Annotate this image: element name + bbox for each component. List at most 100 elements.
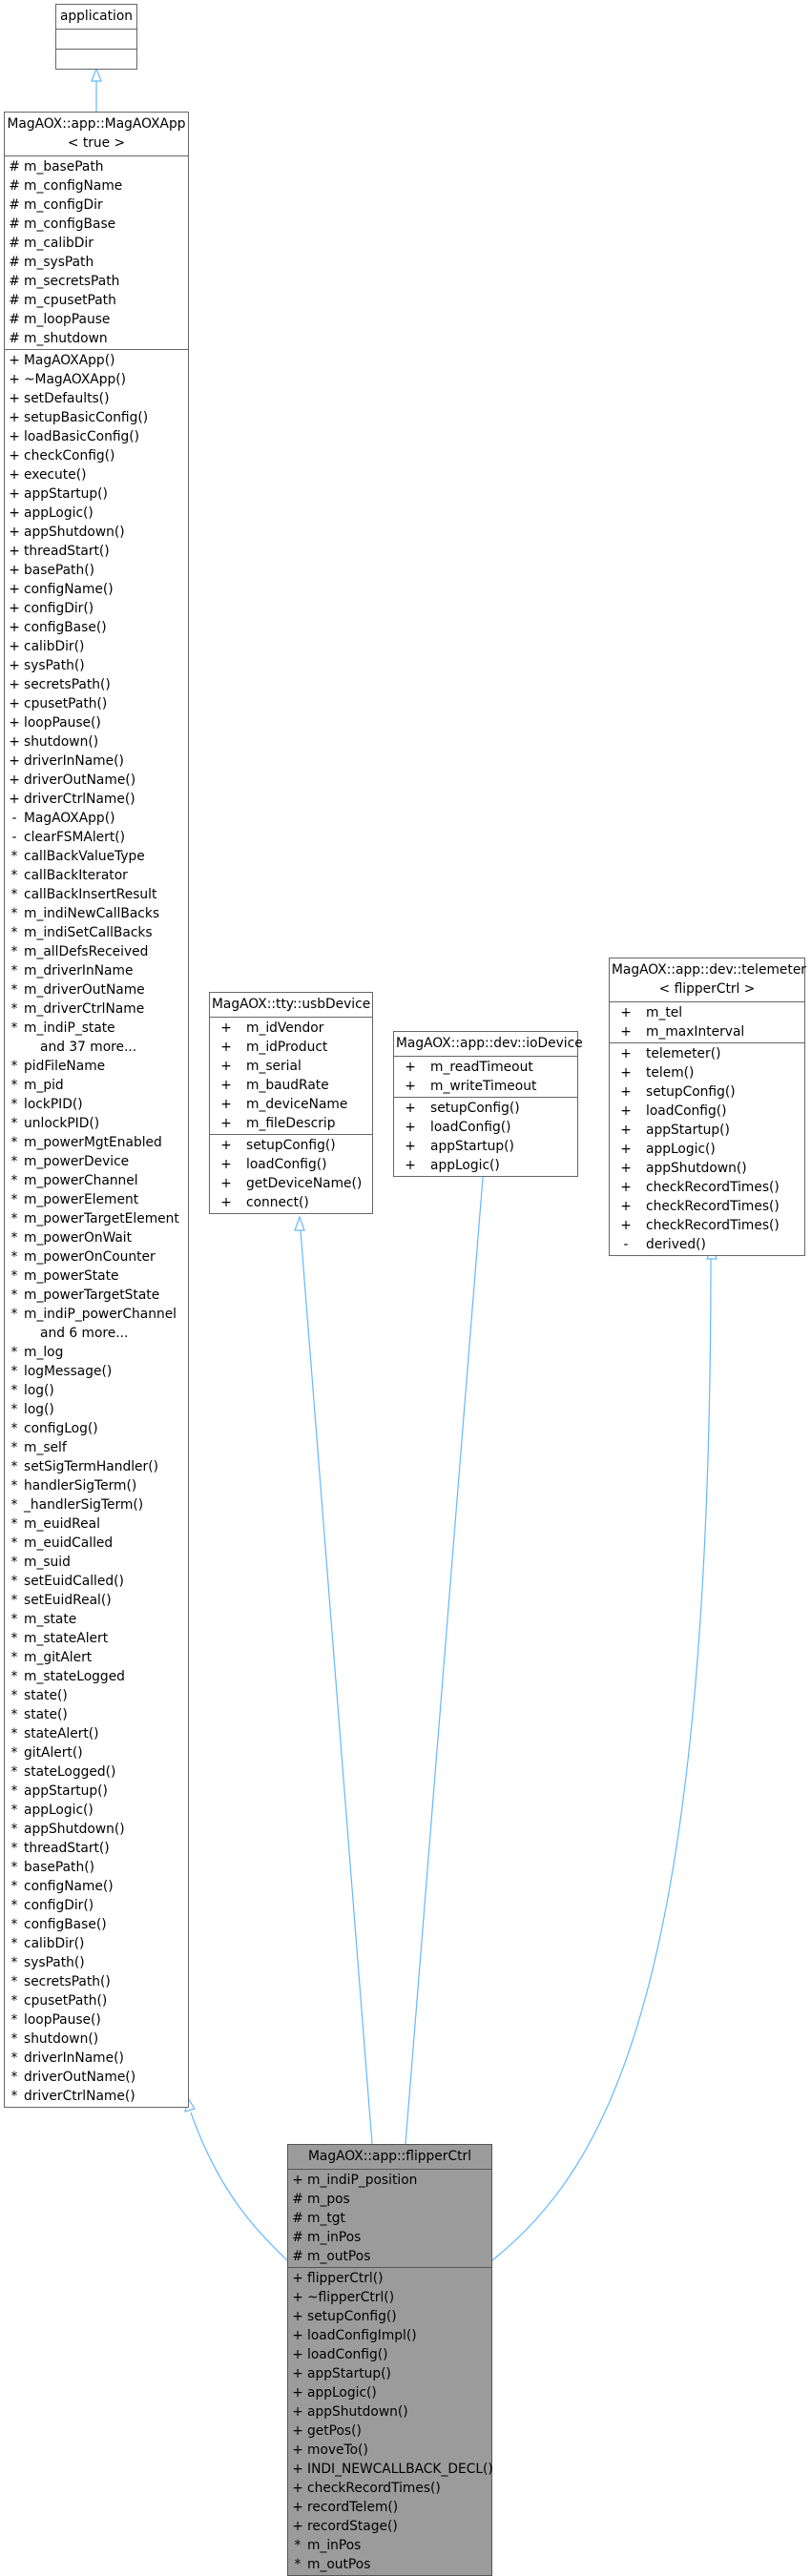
attribute-row[interactable]: #m_inPos: [288, 2228, 491, 2247]
method-row[interactable]: *cpusetPath(): [5, 1991, 188, 2010]
method-row[interactable]: +loadConfigImpl(): [288, 2326, 491, 2345]
method-row[interactable]: *log(): [5, 1381, 188, 1400]
method-row[interactable]: +~flipperCtrl(): [288, 2288, 491, 2307]
method-row[interactable]: +checkRecordTimes(): [610, 1178, 804, 1197]
method-row[interactable]: -derived(): [610, 1235, 804, 1254]
attribute-row[interactable]: #m_calibDir: [5, 234, 188, 253]
attribute-row[interactable]: +m_writeTimeout: [394, 1077, 577, 1096]
method-row[interactable]: *configName(): [5, 1877, 188, 1896]
method-row[interactable]: +configBase(): [5, 618, 188, 637]
method-row[interactable]: +appShutdown(): [610, 1159, 804, 1178]
method-row[interactable]: *m_driverInName: [5, 961, 188, 980]
method-row[interactable]: *stateAlert(): [5, 1724, 188, 1743]
method-row[interactable]: +appLogic(): [610, 1140, 804, 1159]
method-row[interactable]: *shutdown(): [5, 2030, 188, 2049]
method-row[interactable]: +appLogic(): [394, 1156, 577, 1175]
attribute-row[interactable]: #m_cpusetPath: [5, 291, 188, 310]
method-row[interactable]: +appLogic(): [5, 504, 188, 523]
method-row[interactable]: *driverOutName(): [5, 2068, 188, 2087]
method-row[interactable]: *configDir(): [5, 1896, 188, 1915]
attribute-row[interactable]: +m_baudRate: [210, 1076, 372, 1095]
method-row[interactable]: *m_state: [5, 1610, 188, 1629]
class-usbdevice[interactable]: MagAOX::tty::usbDevice+m_idVendor+m_idPr…: [209, 992, 373, 1214]
method-row[interactable]: *stateLogged(): [5, 1762, 188, 1782]
method-row[interactable]: *m_indiNewCallBacks: [5, 904, 188, 923]
method-row[interactable]: and 37 more...: [5, 1038, 188, 1057]
method-row[interactable]: *m_powerState: [5, 1267, 188, 1286]
method-row[interactable]: *appStartup(): [5, 1782, 188, 1801]
method-row[interactable]: +loadConfig(): [610, 1102, 804, 1121]
method-row[interactable]: +setupBasicConfig(): [5, 408, 188, 427]
attribute-row[interactable]: +m_idProduct: [210, 1038, 372, 1057]
method-row[interactable]: *setSigTermHandler(): [5, 1457, 188, 1476]
method-row[interactable]: *m_euidCalled: [5, 1534, 188, 1553]
method-row[interactable]: *gitAlert(): [5, 1743, 188, 1762]
class-telemeter[interactable]: MagAOX::app::dev::telemeter< flipperCtrl…: [609, 958, 806, 1256]
method-row[interactable]: *log(): [5, 1400, 188, 1419]
class-iodevice[interactable]: MagAOX::app::dev::ioDevice+m_readTimeout…: [393, 1031, 583, 1177]
method-row[interactable]: *sysPath(): [5, 1953, 188, 1972]
attribute-row[interactable]: +m_indiP_position: [288, 2171, 491, 2190]
method-row[interactable]: +configDir(): [5, 599, 188, 618]
method-row[interactable]: *state(): [5, 1686, 188, 1705]
method-row[interactable]: *m_allDefsReceived: [5, 942, 188, 961]
method-row[interactable]: +setupConfig(): [610, 1082, 804, 1102]
method-row[interactable]: *m_gitAlert: [5, 1648, 188, 1667]
method-row[interactable]: *m_powerElement: [5, 1190, 188, 1209]
method-row[interactable]: *m_driverCtrlName: [5, 999, 188, 1019]
method-row[interactable]: *m_driverOutName: [5, 980, 188, 999]
method-row[interactable]: *driverCtrlName(): [5, 2087, 188, 2106]
method-row[interactable]: *lockPID(): [5, 1095, 188, 1114]
method-row[interactable]: *appLogic(): [5, 1801, 188, 1820]
method-row[interactable]: -clearFSMAlert(): [5, 828, 188, 847]
method-row[interactable]: +driverCtrlName(): [5, 790, 188, 809]
method-row[interactable]: *callBackInsertResult: [5, 885, 188, 904]
method-row[interactable]: *m_indiSetCallBacks: [5, 923, 188, 942]
method-row[interactable]: +getPos(): [288, 2421, 491, 2441]
method-row[interactable]: *logMessage(): [5, 1362, 188, 1381]
method-row[interactable]: +loadConfig(): [210, 1155, 372, 1174]
method-row[interactable]: *loopPause(): [5, 2010, 188, 2030]
attribute-row[interactable]: #m_secretsPath: [5, 272, 188, 291]
attribute-row[interactable]: #m_sysPath: [5, 253, 188, 272]
method-row[interactable]: *pidFileName: [5, 1057, 188, 1076]
method-row[interactable]: *m_indiP_powerChannel: [5, 1305, 188, 1324]
method-row[interactable]: +appStartup(): [5, 484, 188, 504]
method-row[interactable]: *m_pid: [5, 1076, 188, 1095]
method-row[interactable]: +appStartup(): [394, 1137, 577, 1156]
method-row[interactable]: *handlerSigTerm(): [5, 1476, 188, 1495]
method-row[interactable]: +threadStart(): [5, 542, 188, 561]
method-row[interactable]: *setEuidCalled(): [5, 1572, 188, 1591]
method-row[interactable]: +flipperCtrl(): [288, 2269, 491, 2288]
method-row[interactable]: *m_powerMgtEnabled: [5, 1133, 188, 1152]
method-row[interactable]: +INDI_NEWCALLBACK_DECL(): [288, 2460, 493, 2479]
attribute-row[interactable]: +m_idVendor: [210, 1019, 372, 1038]
method-row[interactable]: *threadStart(): [5, 1839, 188, 1858]
attribute-row[interactable]: +m_tel: [610, 1003, 804, 1022]
attribute-row[interactable]: #m_loopPause: [5, 310, 188, 329]
method-row[interactable]: +loadConfig(): [288, 2345, 491, 2364]
method-row[interactable]: +telem(): [610, 1063, 804, 1082]
method-row[interactable]: +appStartup(): [288, 2364, 491, 2383]
method-row[interactable]: +getDeviceName(): [210, 1174, 372, 1193]
method-row[interactable]: +driverOutName(): [5, 771, 188, 790]
method-row[interactable]: *driverInName(): [5, 2049, 188, 2068]
method-row[interactable]: +telemeter(): [610, 1044, 804, 1063]
method-row[interactable]: +configName(): [5, 580, 188, 599]
class-flipperctrl[interactable]: MagAOX::app::flipperCtrl+m_indiP_positio…: [287, 2144, 493, 2576]
method-row[interactable]: +shutdown(): [5, 732, 188, 752]
method-row[interactable]: *m_self: [5, 1438, 188, 1457]
method-row[interactable]: and 6 more...: [5, 1324, 188, 1343]
method-row[interactable]: *m_outPos: [288, 2555, 491, 2574]
method-row[interactable]: *unlockPID(): [5, 1114, 188, 1133]
class-magaoxapp[interactable]: MagAOX::app::MagAOXApp< true >#m_basePat…: [4, 112, 189, 2108]
method-row[interactable]: +checkConfig(): [5, 446, 188, 465]
method-row[interactable]: *basePath(): [5, 1858, 188, 1877]
method-row[interactable]: *configLog(): [5, 1419, 188, 1438]
attribute-row[interactable]: #m_configDir: [5, 196, 188, 215]
method-row[interactable]: +appStartup(): [610, 1121, 804, 1140]
attribute-row[interactable]: #m_shutdown: [5, 329, 188, 348]
method-row[interactable]: +setDefaults(): [5, 389, 188, 408]
method-row[interactable]: +calibDir(): [5, 637, 188, 656]
method-row[interactable]: *setEuidReal(): [5, 1591, 188, 1610]
